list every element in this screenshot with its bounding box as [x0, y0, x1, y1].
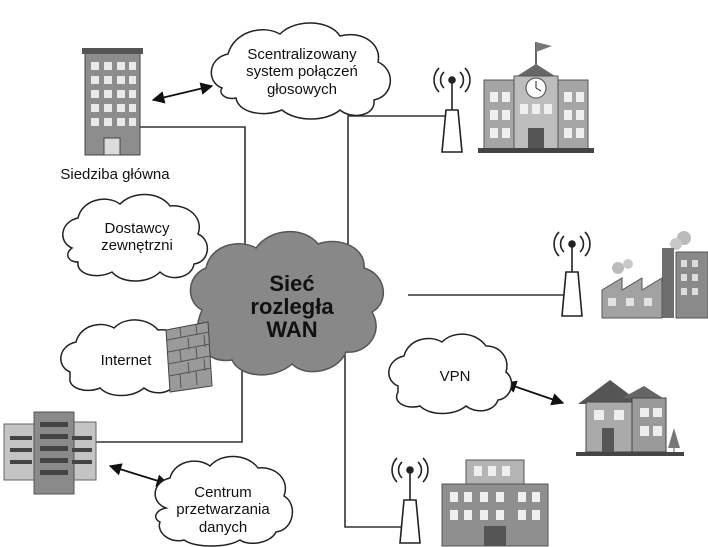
server-rack-icon [3, 411, 97, 495]
line-office-bottom [344, 355, 410, 528]
line-school [347, 115, 448, 278]
arrow-datacenter [108, 463, 170, 487]
arrow-vpn-house [503, 380, 565, 406]
vpn-label: VPN [439, 368, 471, 385]
wan-cloud [189, 231, 385, 376]
voice-system-cloud [210, 22, 392, 120]
line-hq [125, 126, 246, 262]
suppliers-line-1: Dostawcy [104, 220, 170, 237]
arrows [108, 82, 565, 487]
line-datacenter [96, 350, 243, 443]
vpn-cloud [388, 333, 513, 415]
firewall-icon [165, 321, 213, 393]
antenna-tower-icon [433, 67, 471, 153]
arrow-hq-voice [151, 82, 214, 104]
office-building-icon [82, 48, 143, 156]
connection-lines [96, 115, 572, 528]
datacenter-line-2: przetwarzania [176, 501, 270, 519]
modern-building-icon [441, 459, 549, 547]
suppliers-line-2: zewnętrzni [101, 237, 173, 255]
antenna-tower-icon [553, 231, 591, 317]
factory-icon [601, 231, 708, 319]
wan-line-3: WAN [266, 317, 318, 343]
wan-line-1: Sieć [269, 271, 315, 296]
antenna-tower-icon [391, 457, 429, 544]
voice-system-line-2: system połączeń [246, 63, 358, 81]
headquarters-label: Siedziba główna [60, 166, 170, 183]
voice-system-label: Scentralizowany system połączeń głosowyc… [222, 46, 382, 98]
school-building-icon [478, 42, 594, 153]
internet-label: Internet [100, 352, 152, 369]
wan-label: Sieć rozległa WAN [212, 272, 372, 341]
datacenter-line-3: danych [198, 518, 248, 536]
datacenter-label: Centrum przetwarzania danych [160, 484, 286, 536]
voice-system-line-3: głosowych [266, 80, 338, 98]
wan-line-2: rozległa [250, 294, 334, 320]
suppliers-label: Dostawcy zewnętrzni [72, 220, 202, 255]
voice-system-line-1: Scentralizowany [247, 46, 357, 63]
suppliers-cloud [62, 193, 208, 282]
datacenter-cloud [154, 455, 294, 547]
house-icon [576, 380, 684, 456]
datacenter-line-1: Centrum [194, 484, 252, 501]
